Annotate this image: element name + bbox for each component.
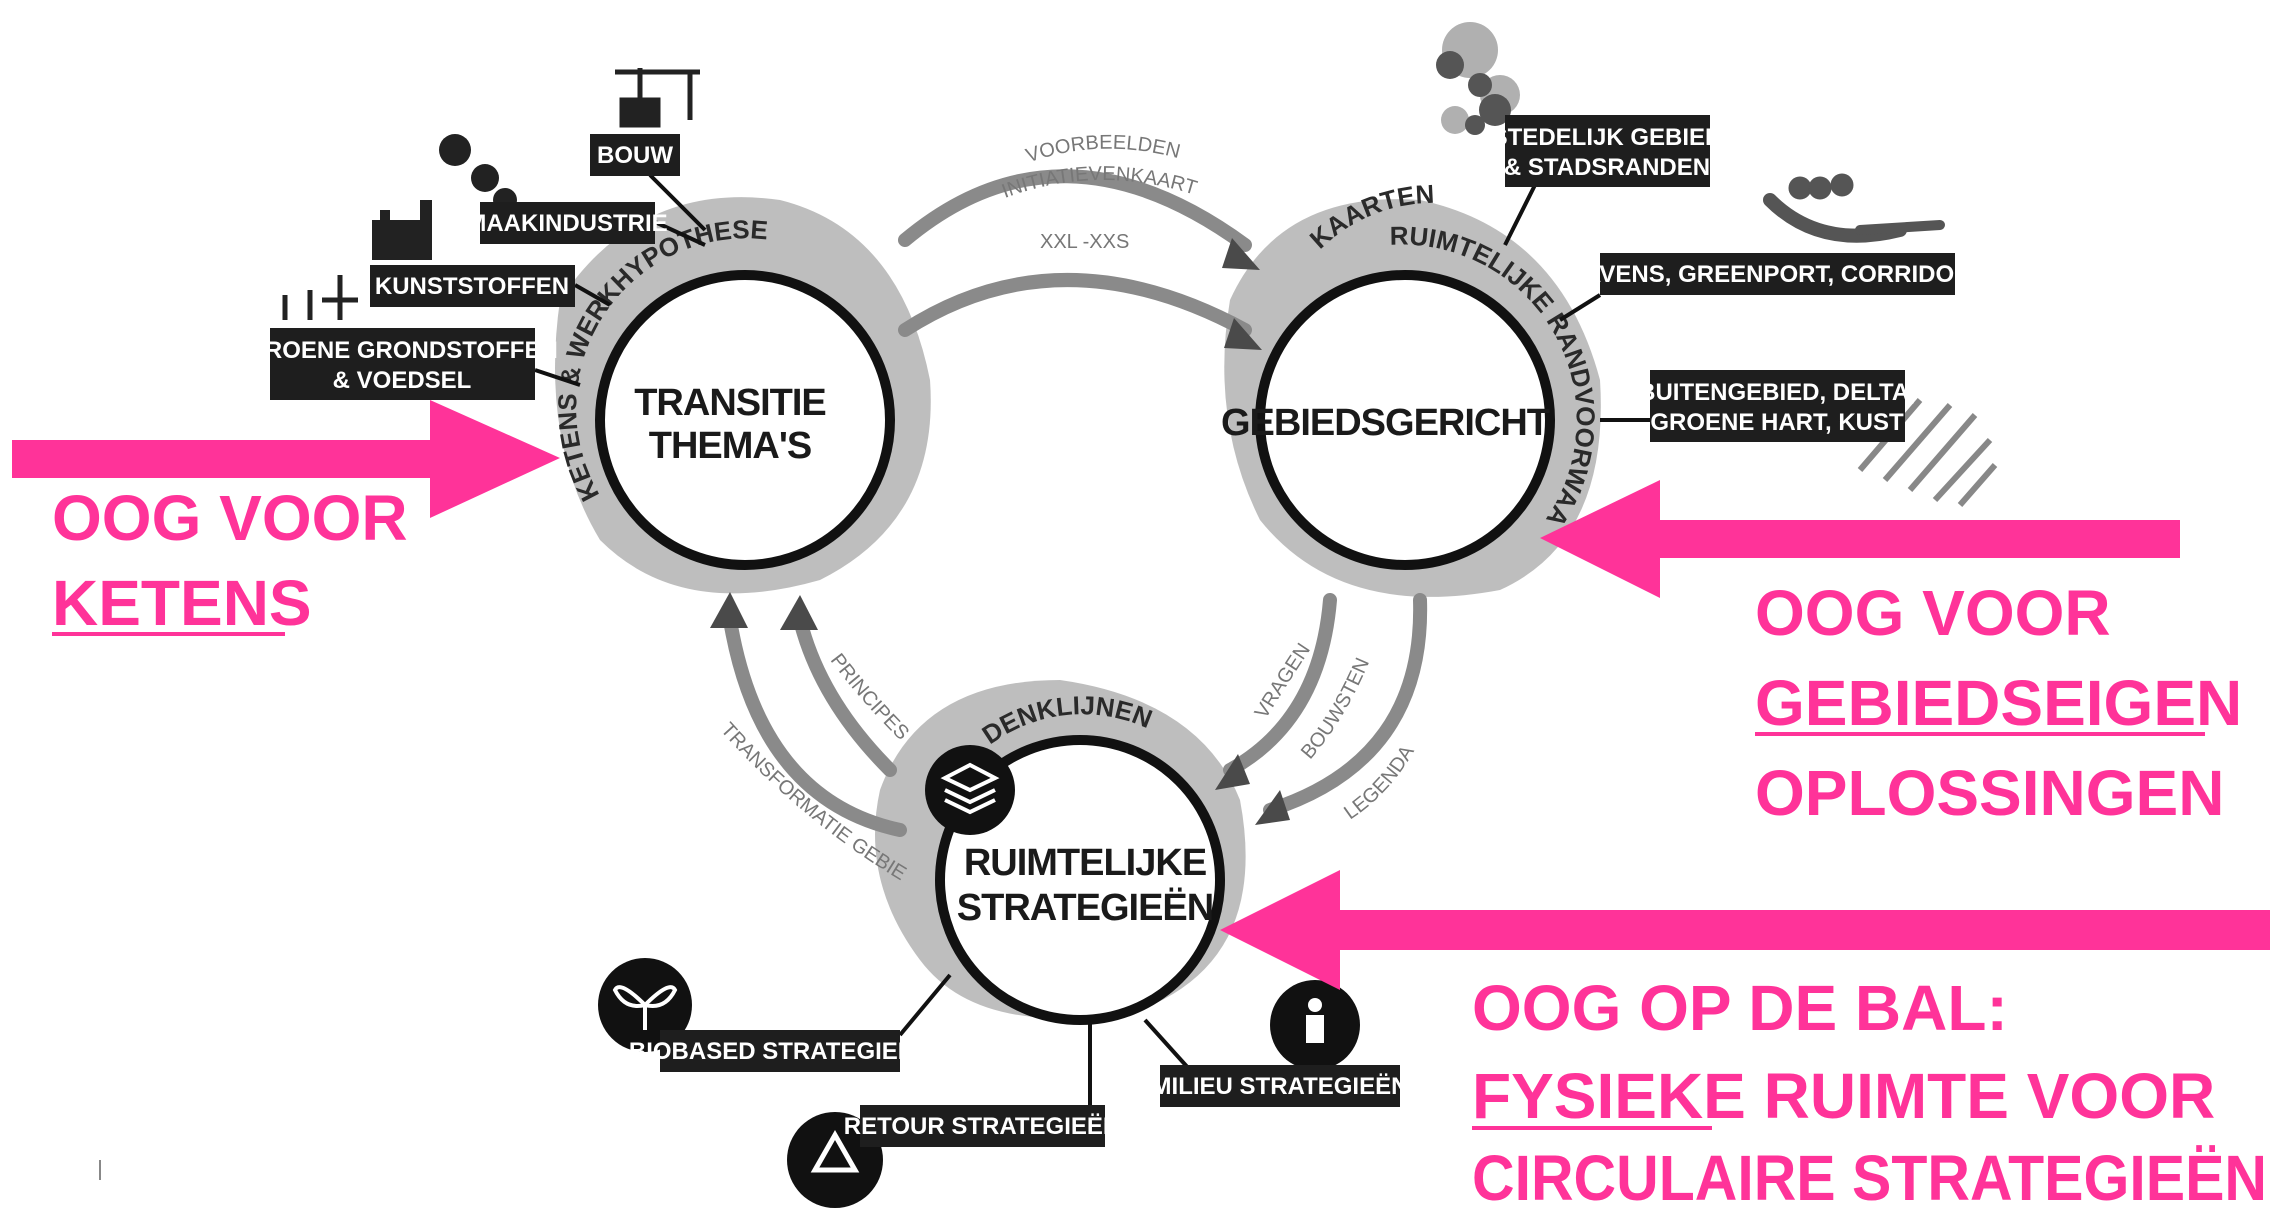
flow-arrowheads — [710, 238, 1290, 825]
flow-arrows — [723, 169, 1428, 837]
tag-kunststoffen-label: KUNSTSTOFFEN — [375, 273, 569, 300]
plants-icon — [282, 275, 358, 320]
layers-icon — [925, 745, 1015, 835]
tag-milieu: MILIEU STRATEGIEËN — [1143, 1018, 1409, 1107]
flow-label-xxl: XXL -XXS — [1040, 231, 1129, 253]
circle-ruimtelijk-line1: RUIMTELIJKE — [964, 842, 1206, 884]
crane-icon — [615, 68, 700, 128]
hatched-area-decoration — [1857, 398, 1998, 507]
callout-gebiedseigen: OOG VOOR GEBIEDSEIGEN OPLOSSINGEN — [1755, 577, 2242, 829]
pink-arrow-right — [1540, 480, 2180, 598]
tag-stedelijk-line2: & STADSRANDEN — [1504, 154, 1710, 181]
tag-maakindustrie: MAAKINDUSTRIE — [466, 202, 706, 247]
pink-arrow-bottom — [1220, 870, 2270, 990]
circle-gebiedsgericht: GEBIEDSGERICHT — [1221, 270, 1555, 570]
callout-bal-line2: FYSIEKE RUIMTE VOOR — [1472, 1060, 2215, 1132]
flow-label-voorbeelden: VOORBEELDEN — [1023, 132, 1182, 168]
callout-bal-line1: OOG OP DE BAL: — [1472, 972, 2008, 1044]
tag-kunststoffen: KUNSTSTOFFEN — [370, 265, 611, 307]
leaf-icon — [598, 958, 692, 1052]
tag-groene-grondstoffen: GROENE GRONDSTOFFEN & VOEDSEL — [246, 328, 581, 400]
tag-stedelijk-gebied: STEDELIJK GEBIED & STADSRANDEN — [1492, 115, 1723, 246]
tag-buiten-line1: BUITENGEBIED, DELTA, — [1638, 379, 1916, 406]
recycle-icon — [787, 1112, 883, 1208]
gears-icon — [439, 134, 517, 212]
tag-havens: HAVENS, GREENPORT, CORRIDORS — [1558, 253, 1988, 322]
pink-arrow-left — [12, 400, 560, 518]
port-icon — [1763, 173, 1945, 243]
tag-biobased-label: BIOBASED STRATEGIEËN — [629, 1038, 931, 1065]
callout-bal-ruimte: RUIMTE VOOR — [1746, 1060, 2215, 1132]
flow-label-legenda: LEGENDA — [1340, 741, 1419, 824]
tag-stedelijk-line1: STEDELIJK GEBIED — [1492, 124, 1723, 151]
tag-bouw-label: BOUW — [597, 142, 673, 169]
circle-transitie-line2: THEMA'S — [649, 425, 811, 467]
callout-gebieds-line1: OOG VOOR — [1755, 577, 2111, 649]
tag-retour-label: RETOUR STRATEGIEËN — [844, 1113, 1120, 1140]
callout-ketens-line2: KETENS — [52, 567, 312, 639]
circle-ruimtelijk-line2: STRATEGIEËN — [957, 886, 1213, 929]
person-cycle-icon — [1270, 980, 1360, 1070]
tag-groene-line1: GROENE GRONDSTOFFEN — [246, 337, 558, 364]
circle-gebied-label: GEBIEDSGERICHT — [1221, 402, 1550, 444]
callout-bal: OOG OP DE BAL: FYSIEKE RUIMTE VOOR CIRCU… — [1472, 972, 2267, 1214]
callout-bal-line3: CIRCULAIRE STRATEGIEËN — [1472, 1142, 2267, 1214]
circle-transitie-line1: TRANSITIE — [634, 382, 826, 424]
tag-buitengebied: BUITENGEBIED, DELTA, GROENE HART, KUST — [1600, 370, 1916, 442]
tag-buiten-line2: GROENE HART, KUST — [1650, 409, 1904, 436]
callout-bal-fysieke: FYSIEKE — [1472, 1060, 1746, 1132]
callout-ketens-line1: OOG VOOR — [52, 482, 408, 554]
tag-maakindustrie-label: MAAKINDUSTRIE — [466, 210, 667, 237]
tag-groene-line2: & VOEDSEL — [333, 367, 472, 394]
factory-icon — [372, 200, 432, 260]
city-dots-icon — [1436, 51, 1511, 135]
circle-transitie-themas: TRANSITIE THEMA'S — [595, 270, 895, 570]
callout-ketens: OOG VOOR KETENS — [52, 482, 408, 639]
callout-gebieds-line2: GEBIEDSEIGEN — [1755, 667, 2242, 739]
tag-milieu-label: MILIEU STRATEGIEËN — [1152, 1073, 1409, 1100]
tag-bouw: BOUW — [590, 134, 707, 232]
tag-biobased: BIOBASED STRATEGIEËN — [629, 973, 952, 1072]
tag-retour: RETOUR STRATEGIEËN — [844, 1020, 1120, 1147]
tag-havens-label: HAVENS, GREENPORT, CORRIDORS — [1567, 261, 1988, 288]
callout-gebieds-line3: OPLOSSINGEN — [1755, 757, 2224, 829]
